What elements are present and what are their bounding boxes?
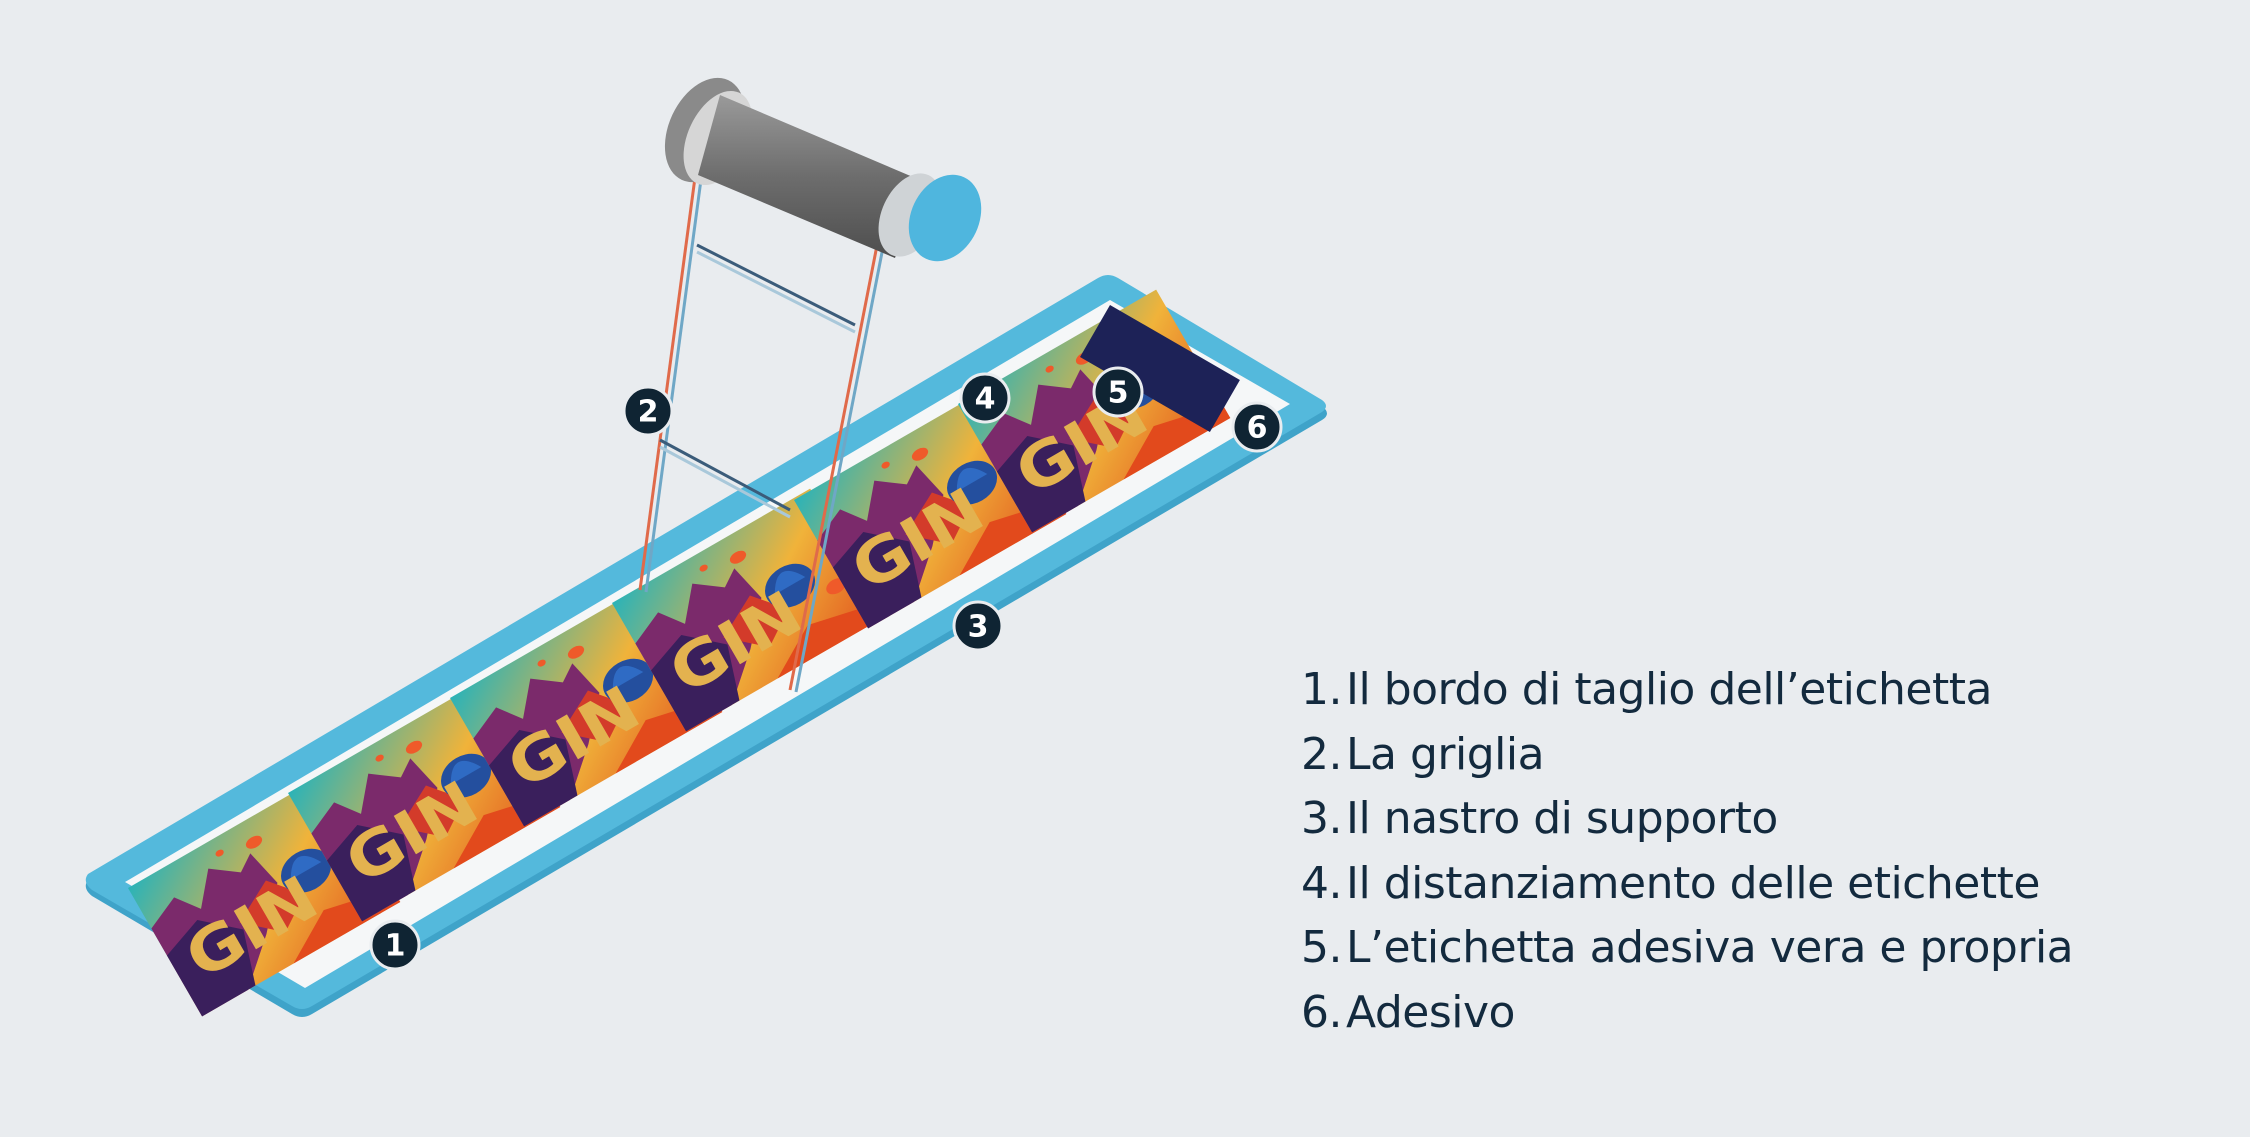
- legend-list: 1. Il bordo di taglio dell’etichetta 2. …: [1292, 658, 2074, 1046]
- badge-3: 3: [952, 600, 1004, 652]
- legend-item: 3. Il nastro di supporto: [1292, 787, 2073, 852]
- legend-item: 1. Il bordo di taglio dell’etichetta: [1292, 658, 2073, 723]
- legend-number: 1.: [1301, 664, 1342, 715]
- svg-text:5: 5: [1108, 376, 1129, 411]
- badge-2: 2: [622, 385, 674, 437]
- roller: [664, 77, 982, 262]
- svg-text:2: 2: [638, 395, 659, 430]
- legend-number: 3.: [1301, 793, 1342, 844]
- badge-6: 6: [1231, 401, 1283, 453]
- svg-text:3: 3: [968, 610, 989, 645]
- legend-item: 6. Adesivo: [1292, 981, 2073, 1046]
- legend-label: L’etichetta adesiva vera e propria: [1346, 922, 2074, 973]
- legend-label: La griglia: [1346, 728, 1545, 780]
- legend-number: 6.: [1301, 986, 1342, 1038]
- legend-label: Il nastro di supporto: [1346, 793, 1778, 844]
- badge-4: 4: [959, 372, 1011, 424]
- svg-text:1: 1: [385, 929, 406, 964]
- matrix-grid-outline: [638, 139, 888, 693]
- legend-label: Il bordo di taglio dell’etichetta: [1346, 664, 1992, 715]
- svg-text:6: 6: [1247, 411, 1268, 446]
- legend-item: 2. La griglia: [1292, 723, 2073, 788]
- legend-number: 5.: [1301, 922, 1342, 973]
- badge-5: 5: [1092, 366, 1144, 418]
- legend-item: 5. L’etichetta adesiva vera e propria: [1292, 916, 2074, 981]
- svg-text:4: 4: [975, 382, 996, 417]
- legend-label: Adesivo: [1346, 986, 1515, 1038]
- labels-on-strip: [128, 289, 1240, 1017]
- legend-number: 4.: [1301, 857, 1342, 909]
- legend-item: 4. Il distanziamento delle etichette: [1292, 852, 2073, 917]
- legend-number: 2.: [1301, 728, 1342, 780]
- badge-1: 1: [369, 919, 421, 971]
- legend-label: Il distanziamento delle etichette: [1346, 857, 2040, 909]
